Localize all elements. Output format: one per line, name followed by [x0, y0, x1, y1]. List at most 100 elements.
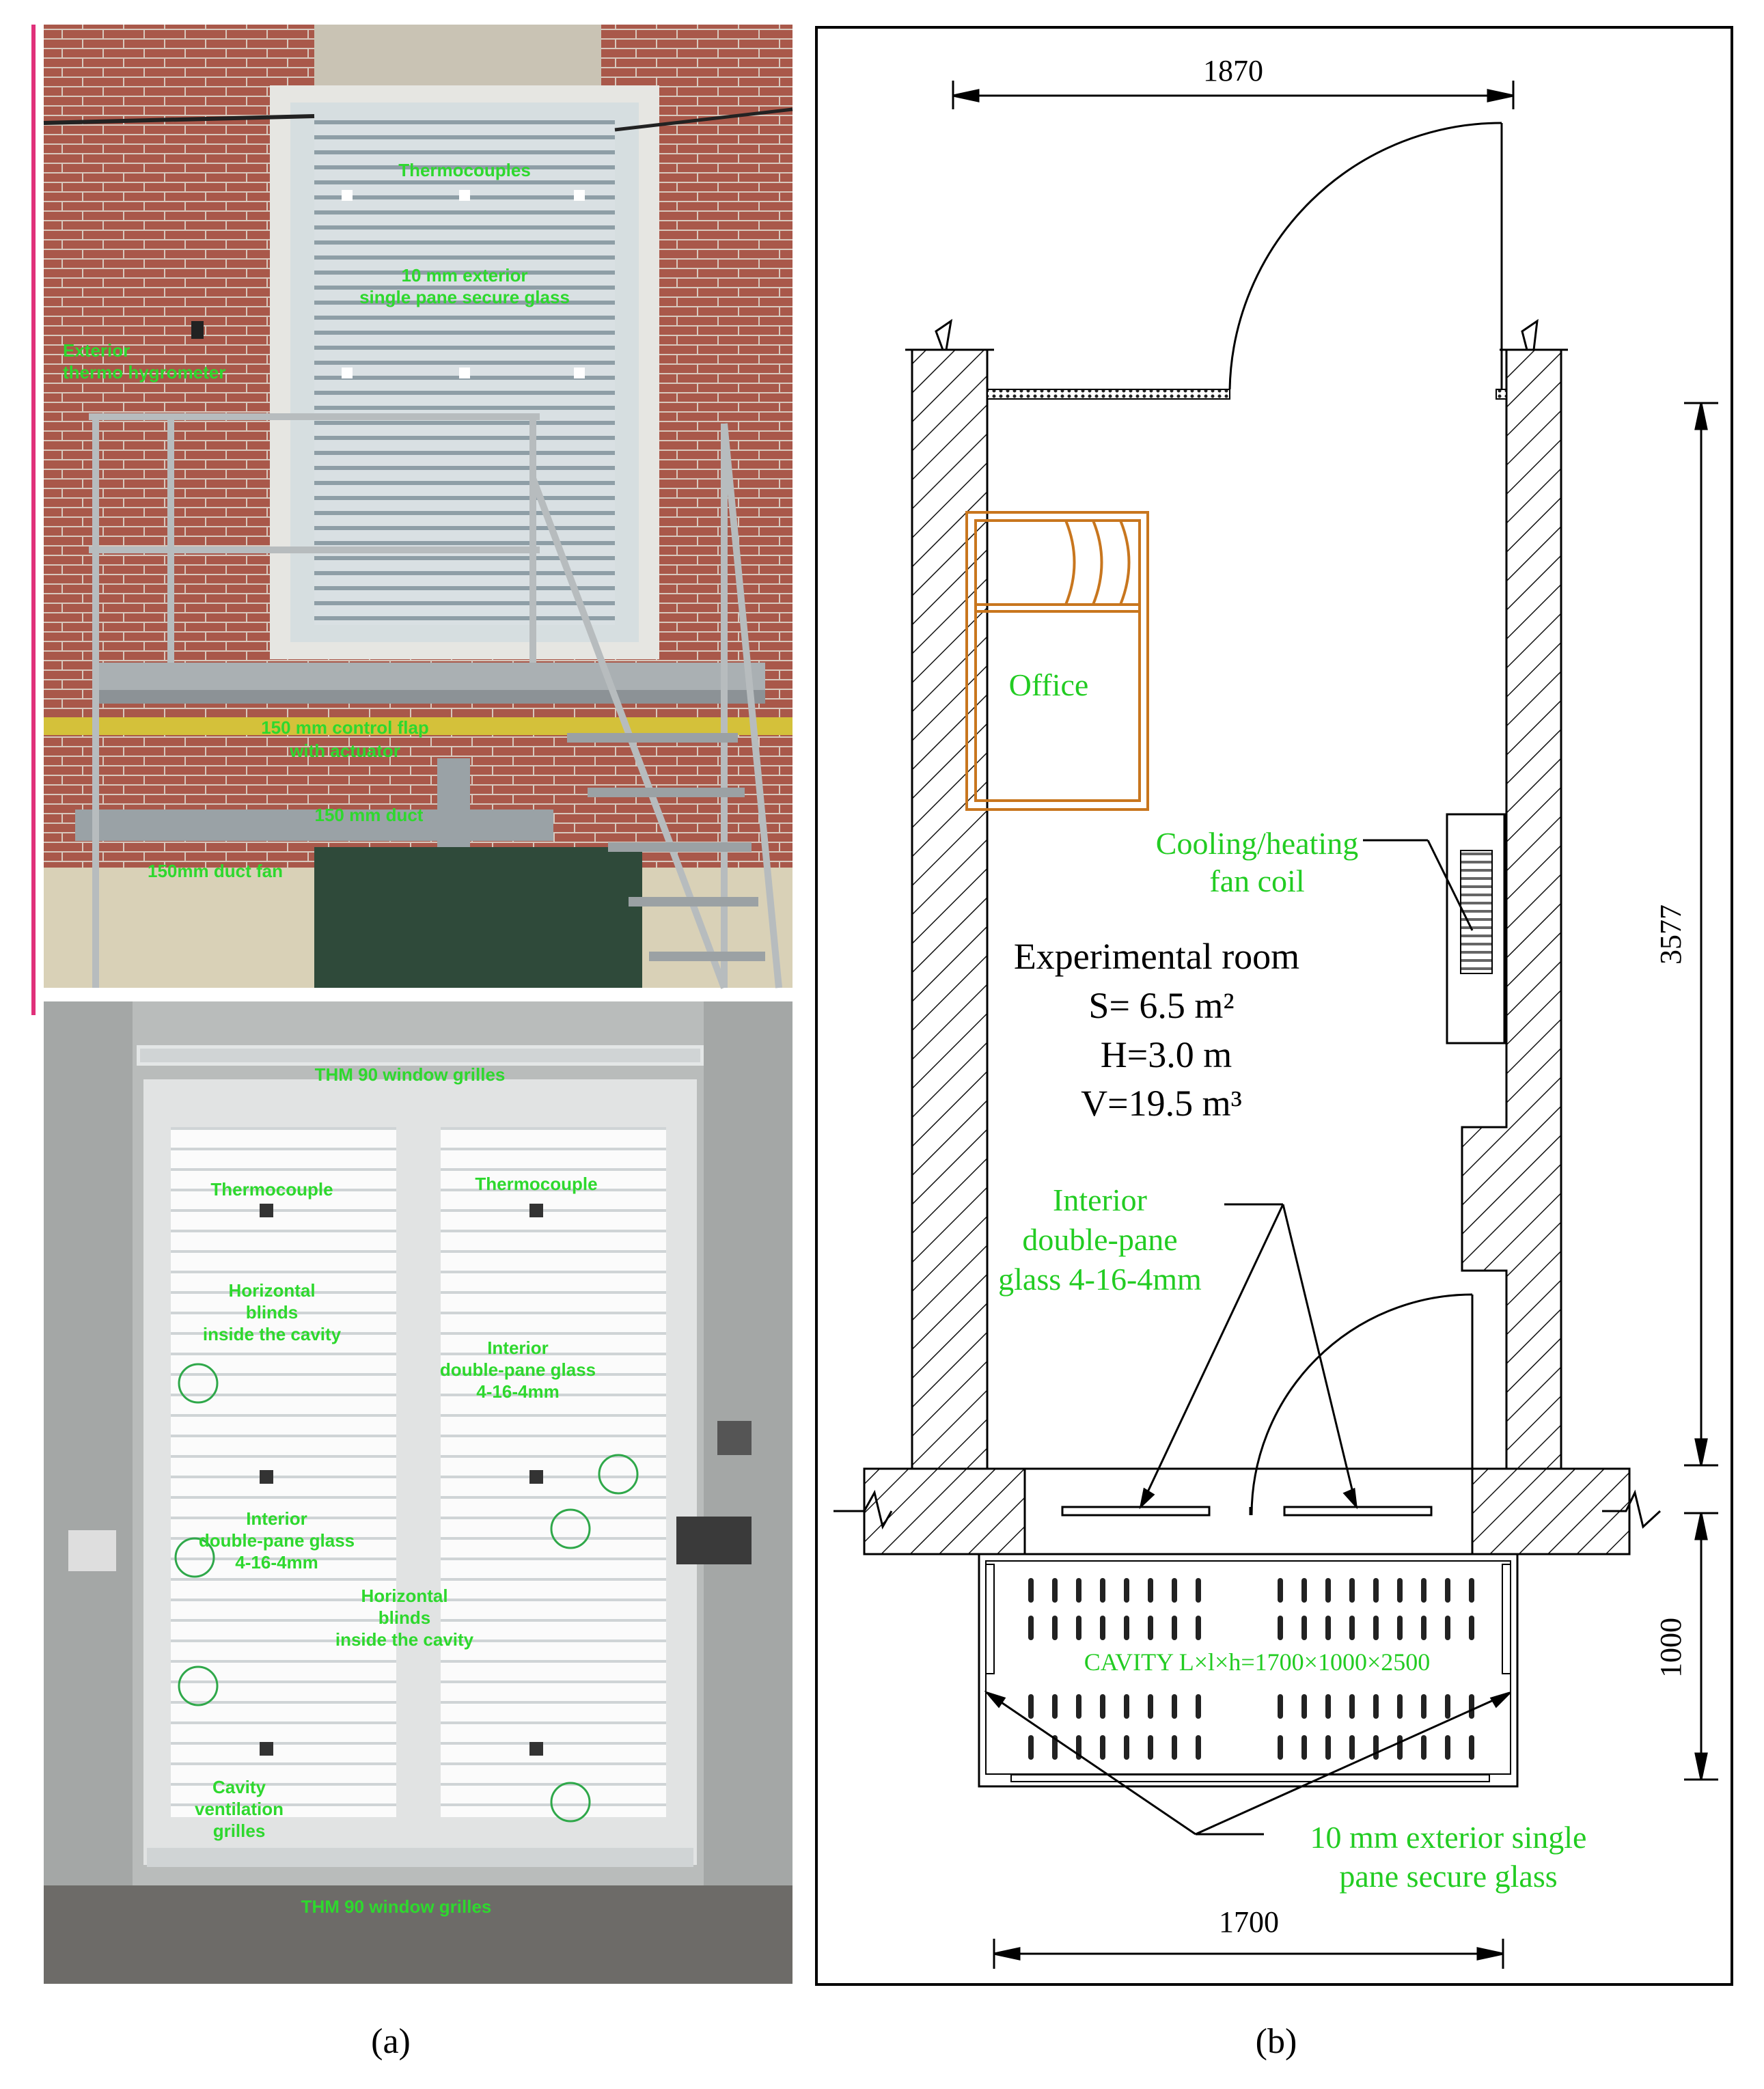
cavity-slot — [1325, 1694, 1331, 1719]
label-grilles-bottom: THM 90 window grilles — [301, 1896, 492, 1917]
cavity-slot — [1373, 1735, 1379, 1760]
cavity-slot — [1421, 1694, 1427, 1719]
label-duct: 150 mm duct — [315, 805, 424, 825]
label-blinds-2-line3: inside the cavity — [335, 1629, 474, 1650]
dim-bottom: 1700 — [1219, 1905, 1279, 1939]
cavity-slot — [1028, 1735, 1034, 1760]
cavity-slot — [1148, 1578, 1153, 1603]
interior-glass-label-1: Interior — [1053, 1182, 1147, 1217]
cavity-slot — [1445, 1735, 1450, 1760]
fan-coil-label-1: Cooling/heating — [1156, 826, 1358, 861]
cavity-slot — [1172, 1735, 1177, 1760]
cavity-slot — [1076, 1616, 1081, 1640]
office-label: Office — [1009, 667, 1089, 702]
cavity-slot — [1325, 1578, 1331, 1603]
cavity-slot — [1052, 1735, 1058, 1760]
room-volume: V=19.5 m³ — [1081, 1083, 1242, 1124]
office-desk — [965, 511, 1149, 811]
dim-right-cavity: 1000 — [1654, 1618, 1687, 1678]
cavity-slot — [1100, 1735, 1105, 1760]
cavity-slot — [1373, 1578, 1379, 1603]
cavity-slot — [1124, 1616, 1129, 1640]
floor-plan: 1870 3577 — [833, 54, 1718, 1969]
label-hygrometer-2: thermo hygrometer — [63, 362, 225, 383]
dim-right-room: 3577 — [1654, 904, 1687, 965]
cavity-slot — [1421, 1616, 1427, 1640]
cavity-slot — [1148, 1735, 1153, 1760]
cavity-slot — [1028, 1694, 1034, 1719]
cavity-slot — [1196, 1735, 1201, 1760]
cavity-slot — [1373, 1694, 1379, 1719]
cavity-slot — [1445, 1694, 1450, 1719]
label-double-pane-right-2: double-pane glass — [440, 1359, 596, 1380]
cavity-slot — [1278, 1694, 1283, 1719]
label-double-pane-right-1: Interior — [487, 1338, 549, 1358]
label-exterior-glass-1: 10 mm exterior — [402, 265, 528, 286]
cavity-slot — [1373, 1616, 1379, 1640]
cavity-slot — [1421, 1578, 1427, 1603]
label-blinds-2-line2: blinds — [378, 1607, 431, 1628]
label-control-flap-1: 150 mm control flap — [261, 717, 429, 738]
cavity-slot — [1028, 1616, 1034, 1640]
cavity-slot — [1148, 1694, 1153, 1719]
cavity-slot — [1397, 1694, 1403, 1719]
cavity-slot — [1469, 1578, 1474, 1603]
label-double-pane-left-2: double-pane glass — [199, 1530, 355, 1551]
cavity-slot — [1028, 1578, 1034, 1603]
cavity-slot — [1469, 1616, 1474, 1640]
cavity-slot — [1172, 1578, 1177, 1603]
cavity-slot — [1100, 1694, 1105, 1719]
room-title: Experimental room — [1014, 936, 1299, 977]
room-area: S= 6.5 m² — [1088, 985, 1234, 1026]
label-grilles-top: THM 90 window grilles — [315, 1064, 506, 1085]
fan-coil-label-2: fan coil — [1209, 863, 1304, 898]
cavity-slot — [1469, 1694, 1474, 1719]
cavity-slot — [1397, 1616, 1403, 1640]
cavity-slot — [1076, 1694, 1081, 1719]
cavity-slot — [1325, 1616, 1331, 1640]
cavity-slot — [1397, 1578, 1403, 1603]
cavity-slot — [1052, 1616, 1058, 1640]
thermocouple-markers — [342, 190, 585, 378]
cavity-slot — [1124, 1578, 1129, 1603]
label-thermocouple-right: Thermocouple — [475, 1174, 597, 1194]
cavity-slot — [1301, 1735, 1307, 1760]
cavity-slot — [1397, 1735, 1403, 1760]
label-double-pane-right-3: 4-16-4mm — [476, 1381, 559, 1402]
cavity-slot — [1124, 1735, 1129, 1760]
cavity-slot — [1052, 1578, 1058, 1603]
label-double-pane-left-3: 4-16-4mm — [235, 1552, 318, 1573]
cavity-slot — [1148, 1616, 1153, 1640]
cavity-slot — [1421, 1735, 1427, 1760]
accent-bar — [31, 25, 36, 1015]
caption-a: (a) — [371, 2022, 411, 2061]
label-blinds-1-line2: blinds — [246, 1302, 299, 1323]
cavity-slot — [1196, 1616, 1201, 1640]
cavity-slot — [1469, 1735, 1474, 1760]
exterior-glass-label-2: pane secure glass — [1339, 1859, 1557, 1894]
cavity-slot — [1172, 1694, 1177, 1719]
cavity-slot — [1124, 1694, 1129, 1719]
cavity-slot — [1100, 1578, 1105, 1603]
label-control-flap-2: with actuator — [289, 741, 400, 761]
exterior-photo — [43, 25, 793, 989]
cavity-slot — [1349, 1616, 1355, 1640]
interior-thermocouple-markers — [260, 1204, 543, 1756]
label-hygrometer-1: Exterior — [63, 340, 130, 361]
label-thermocouples: Thermocouples — [398, 160, 531, 180]
cavity-slot — [1301, 1694, 1307, 1719]
cavity-slot — [1196, 1578, 1201, 1603]
cavity-slot — [1445, 1616, 1450, 1640]
cavity-slot — [1349, 1578, 1355, 1603]
label-blinds-2-line1: Horizontal — [361, 1586, 447, 1606]
cavity-slot — [1278, 1616, 1283, 1640]
cavity-slot — [1445, 1578, 1450, 1603]
cavity-slot — [1349, 1735, 1355, 1760]
label-vent-grilles-1: Cavity — [212, 1777, 266, 1797]
interior-glass-label-3: glass 4-16-4mm — [998, 1262, 1202, 1297]
label-vent-grilles-3: grilles — [213, 1821, 266, 1841]
cavity-slot — [1172, 1616, 1177, 1640]
cavity-slot — [1278, 1578, 1283, 1603]
label-duct-fan: 150mm duct fan — [148, 861, 283, 881]
label-double-pane-left-1: Interior — [246, 1508, 307, 1529]
